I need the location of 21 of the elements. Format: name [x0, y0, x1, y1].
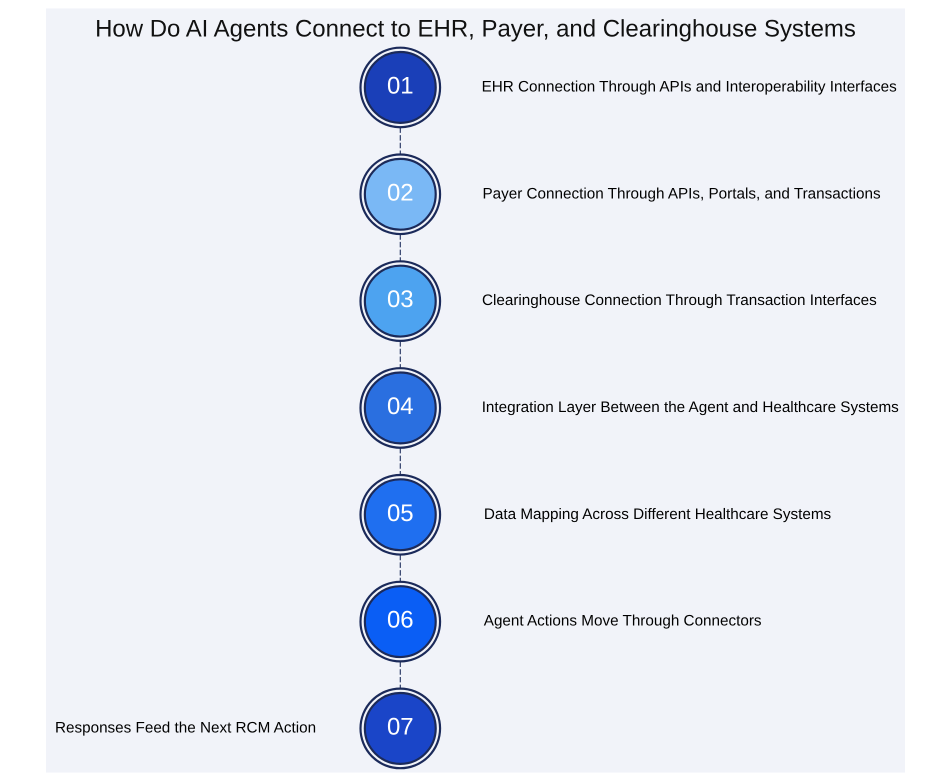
connector	[399, 662, 400, 688]
node-circle: 07	[358, 688, 441, 770]
node-label: Data Mapping Across Different Healthcare Systems	[483, 506, 831, 523]
node-circle: 02	[358, 153, 441, 236]
node-circle: 06	[358, 580, 441, 662]
node-label: Agent Actions Move Through Connectors	[483, 612, 762, 630]
node-label: Responses Feed the Next RCM Action	[54, 719, 316, 736]
connector	[399, 234, 400, 262]
node-circle: 01	[358, 46, 441, 128]
node-label: Clearinghouse Connection Through Transaction Interfaces	[481, 292, 876, 310]
diagram-title: How Do AI Agents Connect to EHR, Payer, and Clearinghouse Systems	[94, 15, 856, 42]
node-circle: 05	[358, 474, 441, 556]
node-label: EHR Connection Through APIs and Interoperability Interfaces	[481, 78, 896, 96]
node-label: Payer Connection Through APIs, Portals, and Transactions	[482, 185, 880, 202]
node-circle: 03	[358, 260, 441, 342]
node-circle: 04	[358, 367, 441, 449]
connector	[399, 341, 400, 368]
connector	[399, 128, 400, 154]
node-label: Integration Layer Between the Agent and Healthcare Systems	[481, 398, 898, 416]
connector	[399, 554, 400, 582]
connector	[399, 448, 400, 475]
